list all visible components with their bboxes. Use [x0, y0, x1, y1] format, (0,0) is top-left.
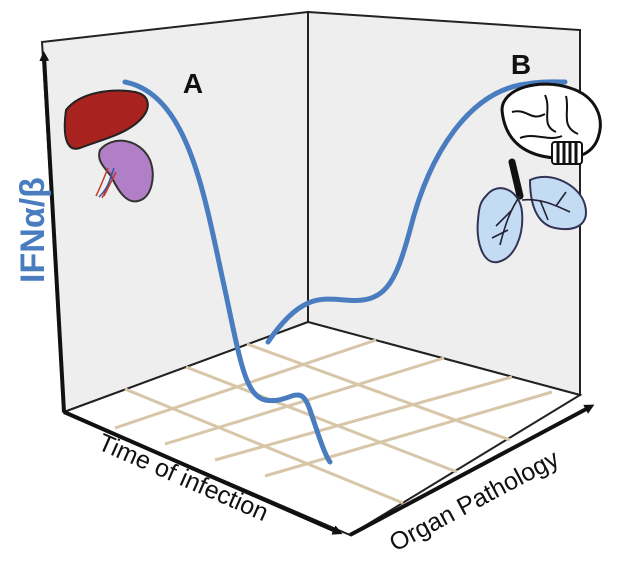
y-axis-arrow — [39, 51, 66, 413]
lungs-icon — [476, 158, 587, 264]
brain-icon — [500, 82, 602, 165]
floor-grid — [114, 338, 553, 505]
ifn-curve — [122, 79, 333, 465]
organ-axis-arrow — [349, 404, 595, 537]
panel-b-label: B — [511, 49, 531, 80]
panel-a-label: A — [183, 68, 203, 99]
ifn-curve-b — [265, 79, 568, 345]
liver-icon — [63, 89, 149, 150]
spleen-icon — [95, 139, 154, 203]
y-axis-label: IFNα/β — [14, 177, 52, 283]
time-axis-arrow — [63, 410, 343, 535]
